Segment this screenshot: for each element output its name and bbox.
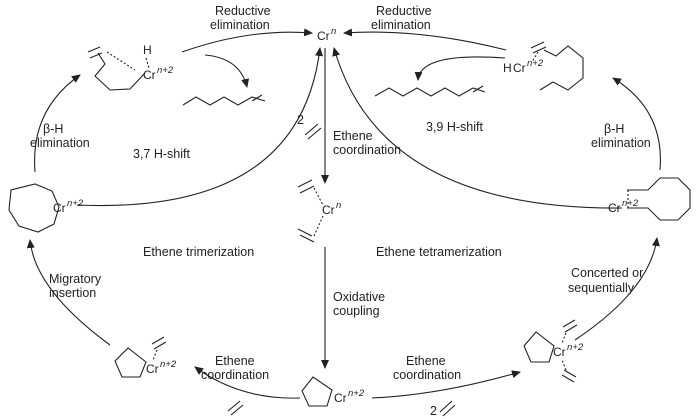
svg-text:n+2: n+2: [622, 198, 639, 209]
label-3-7-h-shift: 3,7 H-shift: [133, 147, 190, 161]
arrow-left-beta-h: [33, 74, 81, 173]
svg-text:H: H: [503, 61, 512, 75]
svg-text:elimination: elimination: [591, 136, 651, 150]
svg-text:n: n: [336, 200, 341, 211]
svg-text:2: 2: [297, 113, 304, 127]
label-migratory-insertion: Migratory insertion: [49, 272, 102, 300]
label-ethene-tetramerization: Ethene tetramerization: [376, 245, 502, 259]
svg-text:n+2: n+2: [348, 388, 365, 399]
svg-text:coordination: coordination: [333, 143, 401, 157]
1-octene-product: [374, 85, 486, 97]
svg-text:n+2: n+2: [160, 359, 177, 370]
svg-text:Reductive: Reductive: [376, 4, 432, 18]
arrow-3-7-h-shift: [76, 47, 324, 207]
arrow-bottom-right-ethene-coordination: [371, 370, 521, 399]
label-ethene-trimerization: Ethene trimerization: [143, 245, 254, 259]
arrow-left-reductive-elimination: [181, 28, 313, 53]
svg-text:elimination: elimination: [210, 18, 270, 32]
label-middle-ethene-coordination: Ethene coordination: [333, 129, 401, 157]
svg-text:sequentially: sequentially: [568, 281, 635, 295]
arrow-right-product-release: [414, 56, 506, 81]
svg-text:n+2: n+2: [157, 65, 174, 76]
svg-text:2: 2: [430, 404, 437, 418]
ethene-bottom-left: [227, 400, 244, 416]
arrow-right-beta-h: [612, 77, 661, 171]
arrow-3-9-h-shift: [332, 47, 623, 209]
svg-text:insertion: insertion: [49, 286, 96, 300]
svg-text:n+2: n+2: [567, 342, 584, 353]
svg-text:Ethene: Ethene: [333, 129, 373, 143]
label-concerted-or-sequentially: Concerted or sequentially: [568, 266, 643, 295]
ethene-chromacyclopentane-left: Cr n+2: [114, 336, 177, 378]
svg-text:elimination: elimination: [30, 136, 90, 150]
svg-text:coupling: coupling: [333, 304, 380, 318]
svg-text:n+2: n+2: [527, 58, 544, 69]
svg-text:Oxidative: Oxidative: [333, 290, 385, 304]
label-right-reductive-elimination: Reductive elimination: [371, 4, 432, 32]
arrow-concerted: [574, 237, 660, 341]
1-hexene-product: [182, 94, 266, 106]
svg-text:Ethene: Ethene: [215, 354, 255, 368]
svg-text:H: H: [143, 43, 152, 57]
svg-text:Cr: Cr: [513, 61, 526, 75]
svg-text:n: n: [331, 26, 336, 37]
svg-text:Cr: Cr: [146, 362, 159, 376]
label-left-beta-h-elimination: β-H elimination: [30, 122, 90, 150]
svg-text:elimination: elimination: [371, 18, 431, 32]
arrow-right-reductive-elimination: [343, 28, 507, 51]
label-bottom-right-ethene-coordination: Ethene coordination: [393, 354, 461, 382]
bis-ethene-chromacyclopentane-right: Cr n+2: [523, 319, 584, 383]
label-left-reductive-elimination: Reductive elimination: [210, 4, 271, 32]
svg-text:Cr: Cr: [53, 201, 66, 215]
chromacyclononane: Cr n+2: [608, 177, 691, 221]
svg-text:coordination: coordination: [201, 368, 269, 382]
chromacyclopentane-bottom: Cr n+2: [301, 376, 365, 407]
label-oxidative-coupling: Oxidative coupling: [333, 290, 385, 318]
svg-text:Cr: Cr: [553, 345, 566, 359]
svg-text:β-H: β-H: [604, 122, 624, 136]
svg-text:Reductive: Reductive: [215, 4, 271, 18]
two-ethene-middle: 2: [297, 113, 322, 140]
svg-text:Cr: Cr: [317, 29, 330, 43]
arrow-left-product-release: [204, 54, 250, 88]
svg-text:coordination: coordination: [393, 368, 461, 382]
chromacycloheptane: Cr n+2: [8, 183, 84, 233]
right-hydride-alkenyl-complex: H Cr n+2: [503, 41, 584, 91]
svg-text:Cr: Cr: [608, 201, 621, 215]
label-right-beta-h-elimination: β-H elimination: [591, 122, 651, 150]
svg-text:Cr: Cr: [143, 68, 156, 82]
cr-n-top: Cr n: [317, 26, 336, 43]
arrow-bottom-left-ethene-coordination: [194, 366, 301, 399]
svg-text:n+2: n+2: [67, 198, 84, 209]
svg-text:Migratory: Migratory: [49, 272, 102, 286]
label-bottom-left-ethene-coordination: Ethene coordination: [201, 354, 269, 382]
bis-ethene-cr-complex: Cr n: [297, 179, 341, 243]
svg-text:Cr: Cr: [334, 391, 347, 405]
left-hydride-alkenyl-complex: Cr n+2 H: [87, 43, 174, 91]
two-ethene-bottom-right: 2: [430, 400, 456, 418]
label-3-9-h-shift: 3,9 H-shift: [426, 120, 483, 134]
arrow-migratory-insertion: [26, 239, 111, 346]
svg-text:Cr: Cr: [322, 203, 335, 217]
svg-text:Ethene: Ethene: [406, 354, 446, 368]
svg-text:β-H: β-H: [43, 122, 63, 136]
svg-text:Concerted or: Concerted or: [571, 266, 643, 280]
